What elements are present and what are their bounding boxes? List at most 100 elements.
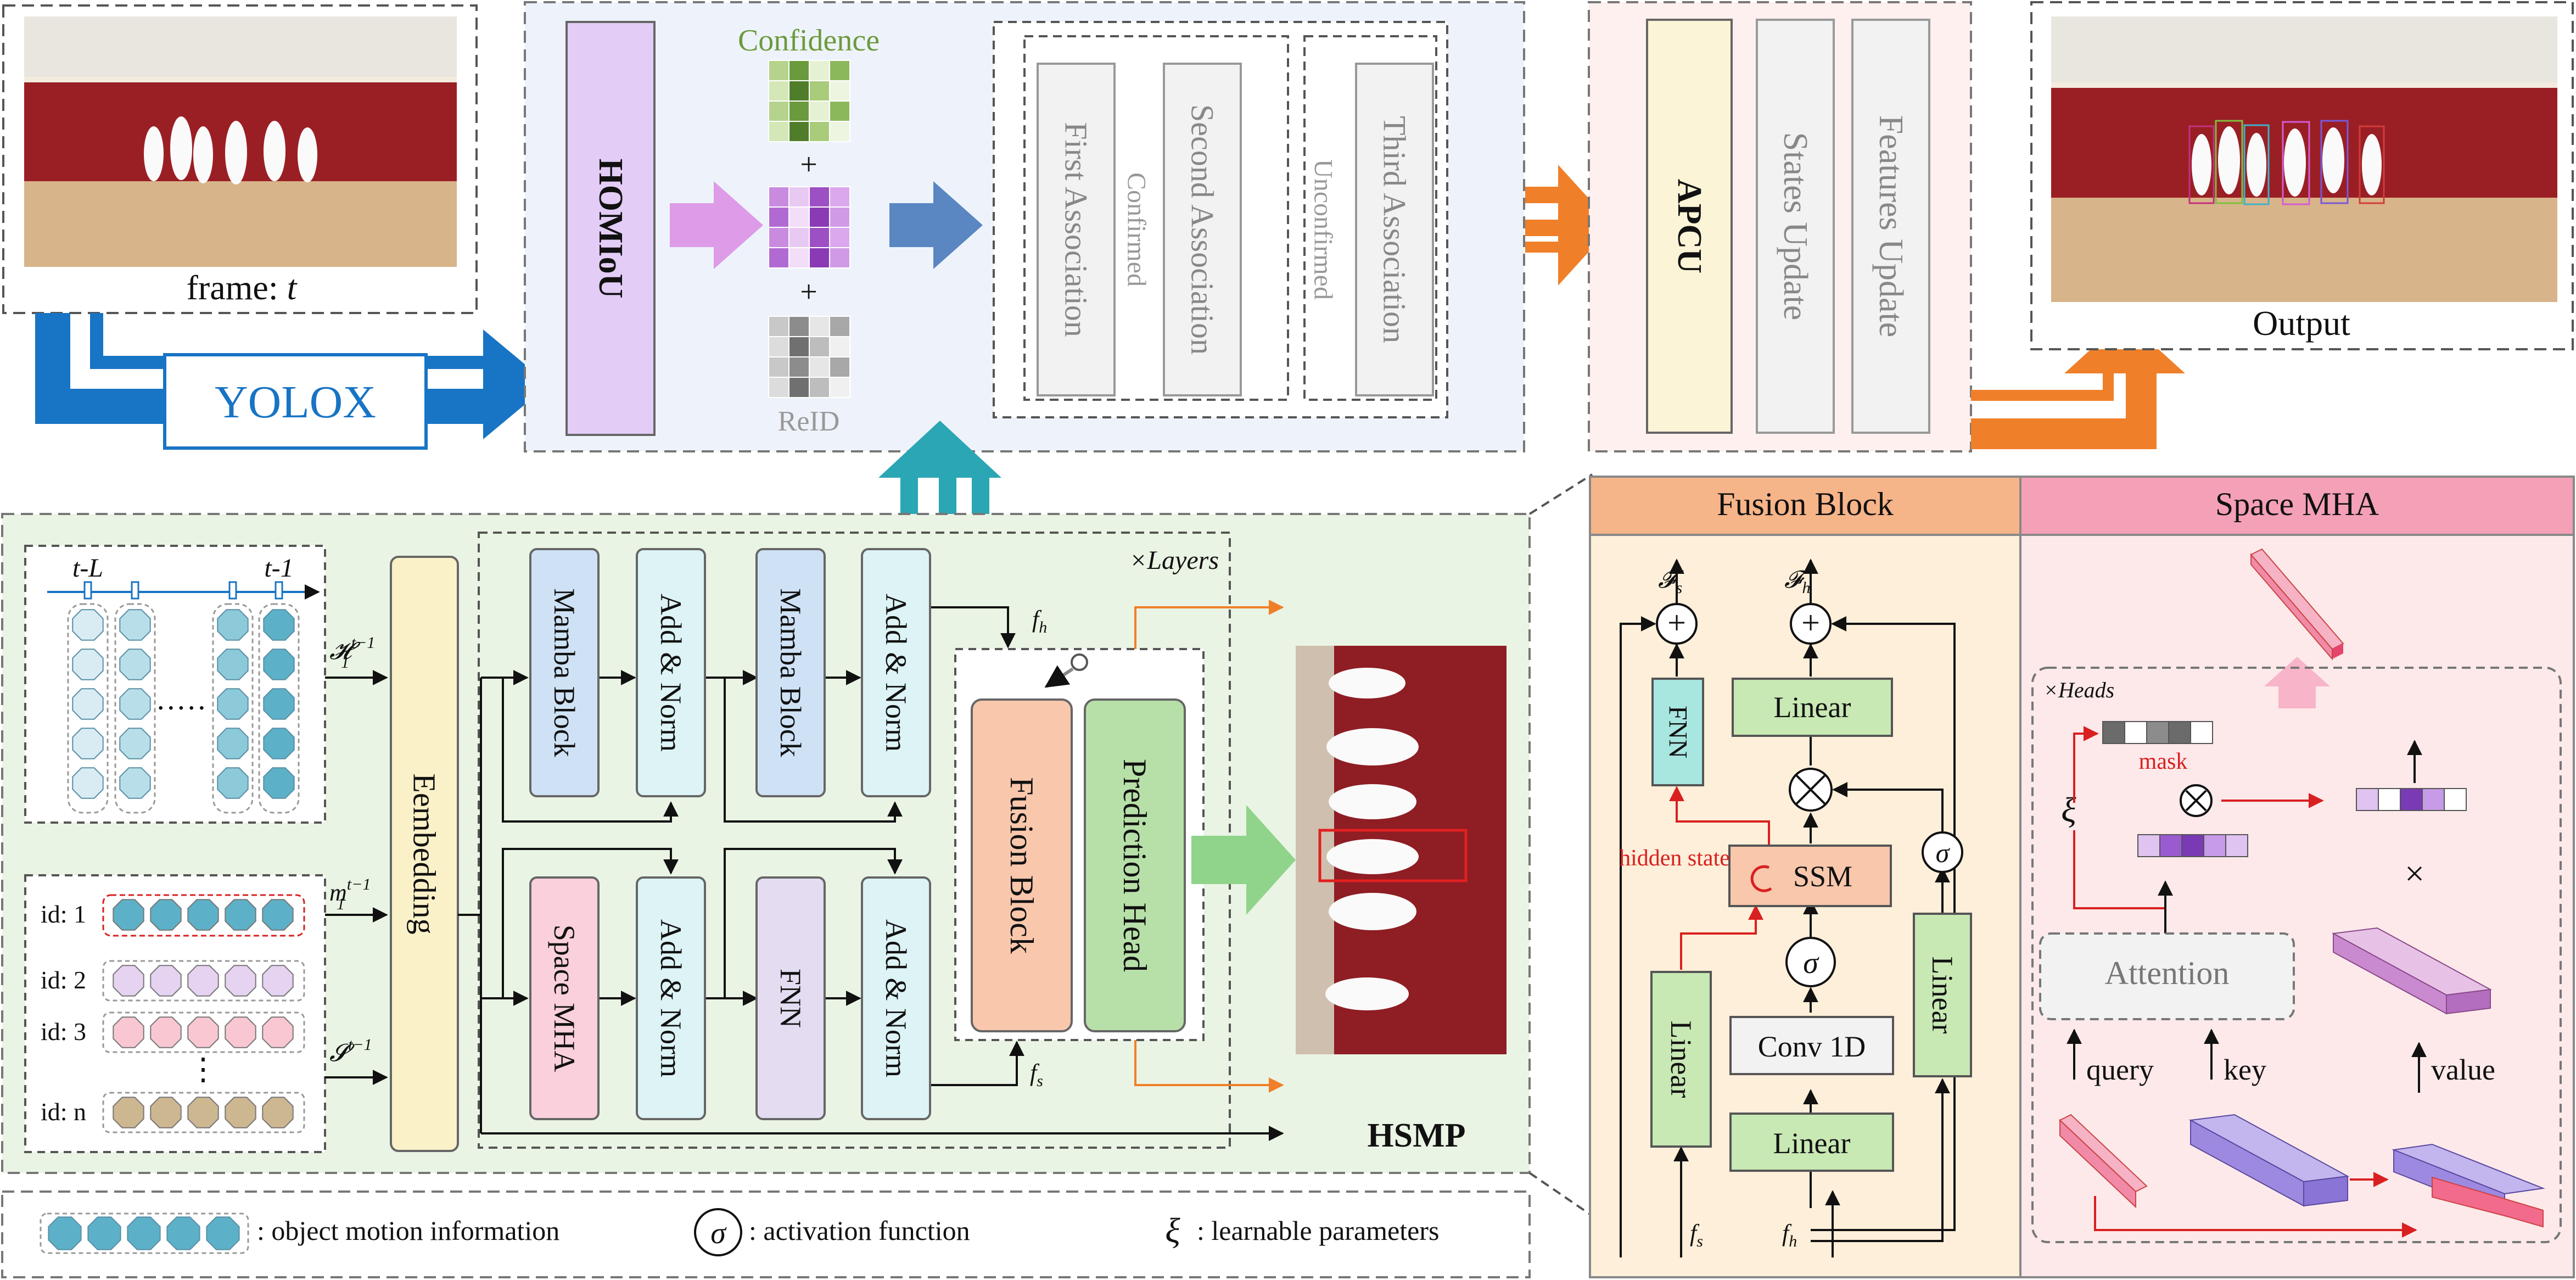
association-panel: HOMIoU Confidence + + ReID First Associa…	[524, 1, 1525, 452]
svg-text:: activation function: : activation function	[749, 1215, 970, 1246]
steel-arrow	[889, 181, 983, 269]
svg-text:id: 1: id: 1	[41, 900, 86, 928]
orange-arrow-to-update	[1525, 165, 1613, 286]
svg-text:Linear: Linear	[1665, 1021, 1698, 1098]
svg-text:Fusion Block: Fusion Block	[1004, 777, 1040, 954]
add-norm-4	[861, 876, 931, 1120]
svg-text:×Heads: ×Heads	[2043, 678, 2114, 702]
svg-text:key: key	[2224, 1053, 2266, 1086]
yolox-label: YOLOX	[215, 377, 376, 428]
fusion-ssm	[1728, 845, 1892, 907]
id-rows	[102, 899, 305, 1133]
svg-text:Space MHA: Space MHA	[2215, 486, 2379, 522]
mamba-block-2	[755, 548, 826, 797]
frame-label: frame: t	[187, 268, 298, 307]
svg-text:FNN: FNN	[1664, 706, 1693, 758]
svg-text:×Layers: ×Layers	[1129, 546, 1219, 575]
value-input-tensor	[2392, 1143, 2545, 1228]
svg-text:fh: fh	[1782, 1220, 1797, 1250]
fusion-block	[971, 698, 1073, 1032]
svg-text:Space MHA: Space MHA	[548, 925, 581, 1072]
mha-output-bar	[2250, 548, 2344, 661]
confidence-label: Confidence	[738, 24, 880, 58]
legend-motion-icon	[40, 1212, 249, 1254]
svg-text:Mamba Block: Mamba Block	[548, 588, 581, 757]
green-arrow	[1191, 805, 1296, 915]
query-bar	[2059, 1114, 2148, 1209]
mamba-block-1	[529, 548, 600, 797]
homiou-matrix	[768, 186, 850, 269]
fusion-linear-left	[1650, 971, 1712, 1148]
add-norm-1	[636, 548, 706, 797]
svg-text:Fusion Block: Fusion Block	[1717, 486, 1894, 522]
svg-text:+: +	[1667, 605, 1686, 641]
homiou-label: HOMIoU	[592, 159, 629, 299]
fusion-linear-right	[1913, 913, 1972, 1077]
svg-text:σ: σ	[1803, 946, 1819, 980]
value-tensor	[2331, 927, 2493, 1015]
space-mha-detail-panel: Space MHA ×Heads mask ξ	[2019, 476, 2575, 1278]
svg-text:Second Association: Second Association	[1185, 104, 1220, 355]
svg-text:value: value	[2431, 1053, 2495, 1086]
svg-text:t-1: t-1	[264, 554, 293, 583]
svg-text:States Update: States Update	[1777, 132, 1814, 321]
update-panel: APCU States Update Features Update	[1588, 1, 1972, 452]
fusion-fnn	[1651, 678, 1704, 786]
svg-text:⋮: ⋮	[188, 1053, 219, 1087]
fusion-linear-top	[1732, 678, 1893, 737]
svg-text:Features Update: Features Update	[1872, 115, 1909, 338]
svg-text:hidden state: hidden state	[1619, 846, 1730, 871]
svg-text:Add & Norm: Add & Norm	[654, 919, 687, 1077]
svg-text:Unconfirmed: Unconfirmed	[1309, 159, 1338, 300]
teal-up-arrow	[878, 421, 1001, 516]
homiou-block	[565, 21, 656, 436]
prediction-head	[1084, 698, 1186, 1032]
zoom-icon	[1044, 653, 1088, 688]
svg-text:Third Association: Third Association	[1377, 116, 1413, 343]
fusion-detail-panel: Fusion Block 𝓕s 𝓕h +	[1589, 476, 2021, 1278]
output-label: Output	[2253, 304, 2350, 343]
svg-text:id: 2: id: 2	[41, 966, 86, 994]
result-bar	[2356, 788, 2467, 811]
svg-text:σ: σ	[1936, 837, 1951, 868]
svg-text:Mamba Block: Mamba Block	[774, 588, 807, 757]
apcu-label: APCU	[1671, 179, 1708, 273]
svg-text:𝓢t−1: 𝓢t−1	[329, 1036, 372, 1066]
plus-1: +	[800, 148, 817, 182]
fusion-linear-bottom	[1729, 1113, 1894, 1172]
states-update-block	[1756, 19, 1835, 434]
svg-text:FNN: FNN	[774, 969, 807, 1028]
svg-text:: learnable parameters: : learnable parameters	[1197, 1215, 1439, 1246]
svg-text:ξ: ξ	[1165, 1211, 1180, 1250]
confidence-matrix	[768, 60, 850, 142]
fnn-block	[755, 876, 826, 1120]
add-norm-2	[861, 548, 931, 797]
mask-bar	[2102, 721, 2213, 744]
input-frame: frame: t	[2, 4, 478, 314]
output-frame: Output	[2030, 1, 2574, 350]
svg-text:t-L: t-L	[72, 554, 103, 583]
svg-text:: object motion information: : object motion information	[257, 1215, 559, 1246]
svg-text:Add & Norm: Add & Norm	[880, 919, 912, 1077]
add-norm-3	[636, 876, 706, 1120]
svg-text:Linear: Linear	[1773, 1127, 1851, 1160]
prediction-image	[1296, 646, 1507, 1054]
svg-text:Linear: Linear	[1926, 957, 1959, 1034]
svg-text:Confirmed: Confirmed	[1122, 172, 1151, 287]
svg-text:+: +	[1801, 605, 1820, 641]
svg-text:Prediction Head: Prediction Head	[1117, 759, 1153, 972]
embedding-block	[390, 556, 459, 1152]
mha-up-arrow	[2264, 657, 2330, 708]
hsmp-panel: t-L t-1 ····· id: 1 id: 2 id: 3 ⋮ id: n …	[1, 513, 1531, 1174]
key-tensor	[2188, 1114, 2350, 1207]
reid-label: ReID	[778, 406, 840, 437]
output-frame-photo	[2051, 16, 2557, 302]
attention-block	[2039, 932, 2295, 1020]
features-update-block	[1851, 19, 1930, 434]
purple-arrow	[670, 181, 763, 269]
input-frame-photo	[24, 16, 457, 267]
svg-text:σ: σ	[710, 1216, 727, 1250]
first-association-block	[1037, 63, 1116, 396]
svg-text:query: query	[2086, 1053, 2154, 1086]
